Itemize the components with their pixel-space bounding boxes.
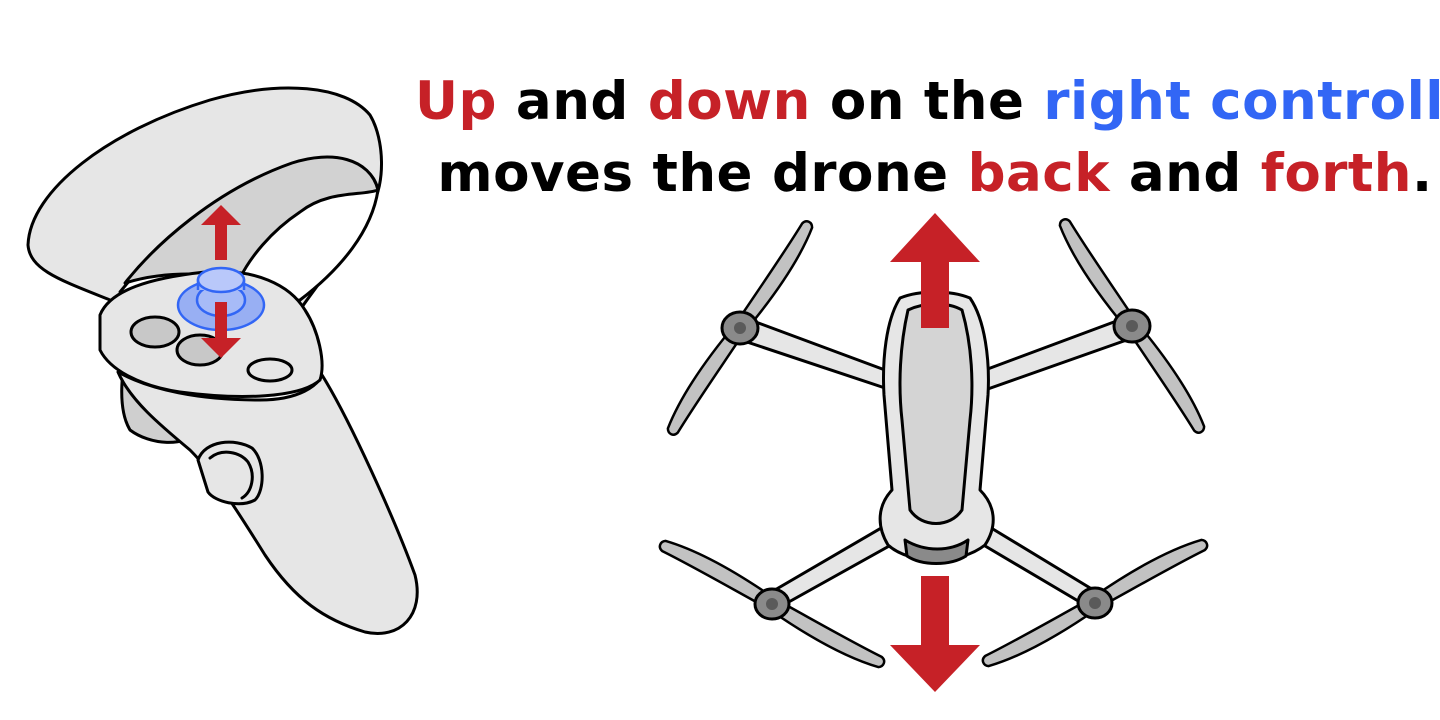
propeller-front-right [1038,215,1226,437]
word-on-the: on the [810,71,1044,132]
word-down: down [647,71,811,132]
period: . [1411,143,1433,204]
headline-line-1: Up and down on the right controller [415,66,1440,138]
propeller-rear-right [979,517,1211,689]
drone-illustration [646,213,1226,692]
propeller-front-left [646,217,834,439]
drone-forward-arrow-icon [890,213,980,328]
headline: Up and down on the right controller move… [415,66,1440,210]
word-moves-the-drone: moves the drone [437,143,968,204]
button-a [129,315,181,349]
drone-backward-arrow-icon [890,576,980,692]
word-back: back [967,143,1110,204]
propeller-rear-left [656,518,888,690]
grip-button [196,440,264,506]
word-and: and [496,71,648,132]
controller-up-arrow-icon [201,205,241,260]
word-forth: forth [1260,143,1412,204]
headline-line-2: moves the drone back and forth. [415,138,1440,210]
drone-body-panel [898,302,974,525]
word-up: Up [415,71,497,132]
controller-grip [116,370,419,635]
controller-down-arrow-icon [201,302,241,358]
drone-arm-rear-left [766,518,902,610]
vr-controller-illustration [26,86,419,635]
word-right-controller: right controller [1043,71,1440,132]
drone-camera [903,538,970,565]
button-oculus [246,357,294,383]
word-and-2: and [1109,143,1261,204]
